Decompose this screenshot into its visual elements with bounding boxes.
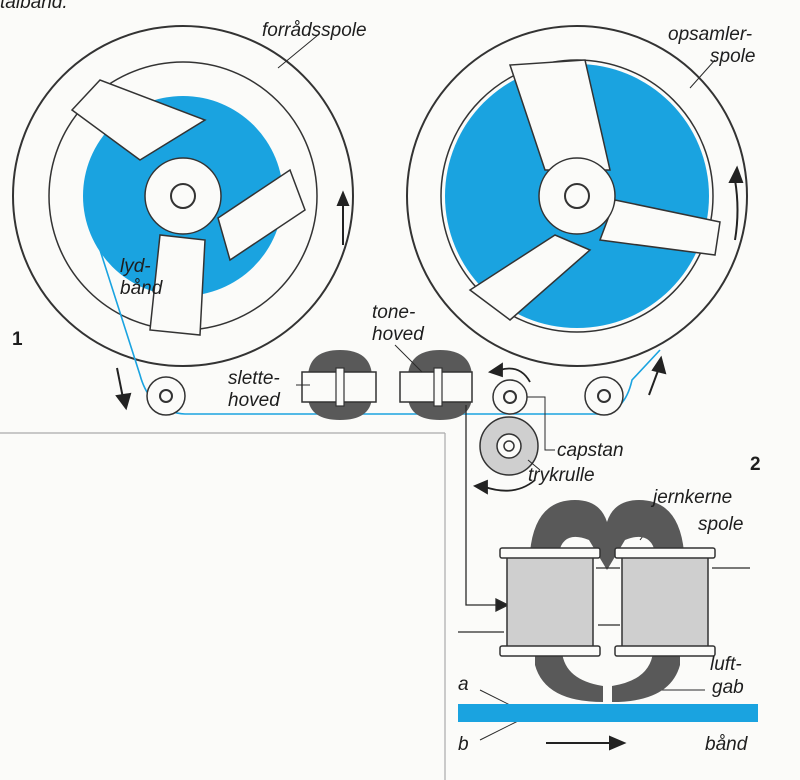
capstan (492, 379, 528, 415)
right-coil (614, 547, 716, 657)
air-gap-label-1: luft- (710, 654, 742, 675)
point-b-label: b (458, 734, 469, 755)
detail-connector (465, 405, 510, 613)
left-coil (499, 547, 601, 657)
supply-reel-label: forrådsspole (262, 20, 367, 41)
iron-core-lower (535, 652, 603, 702)
takeup-reel (406, 25, 748, 367)
capstan-label: capstan (557, 440, 624, 461)
right-guide-roller (584, 376, 624, 416)
supply-rotation-arrow (336, 190, 350, 245)
figure-number-1: 1 (12, 329, 23, 350)
air-gap-label-2: gab (712, 677, 744, 698)
erase-head-label-2: hoved (228, 390, 281, 411)
tape-label-1: lyd- (120, 256, 151, 277)
panel-dividers (0, 432, 446, 780)
erase-head (301, 350, 377, 420)
tape-bottom-label: bånd (705, 734, 749, 755)
iron-core-label: jernkerne (650, 487, 732, 508)
coil-label: spole (698, 514, 743, 535)
capstan-rotation-arrow (487, 362, 531, 383)
takeup-rotation-arrow (728, 165, 744, 241)
record-head-label-1: tone- (372, 302, 415, 323)
pinch-roller (479, 416, 539, 476)
erase-head-label-1: slette- (228, 368, 280, 389)
tape-direction-arrow (546, 735, 627, 751)
record-head (399, 350, 473, 420)
takeup-reel-label-1: opsamler- (668, 24, 752, 45)
supply-reel (12, 25, 354, 367)
tape-arrow-right (648, 355, 667, 396)
left-guide-roller (146, 376, 186, 416)
tape-strip (458, 704, 758, 722)
header-fragment: talbånd. (0, 0, 68, 13)
point-a-label: a (458, 674, 469, 695)
pinch-roller-label: trykrulle (528, 465, 595, 486)
tape-arrow-left (115, 367, 132, 411)
tape-path (99, 249, 661, 415)
head-detail (458, 500, 758, 751)
takeup-reel-label-2: spole (710, 46, 755, 67)
pinch-roller-rotation-arrow (472, 479, 536, 495)
iron-core-upper (530, 500, 684, 570)
figure-number-2: 2 (750, 454, 761, 475)
record-head-label-2: hoved (372, 324, 425, 345)
tape-label-2: bånd (120, 278, 164, 299)
